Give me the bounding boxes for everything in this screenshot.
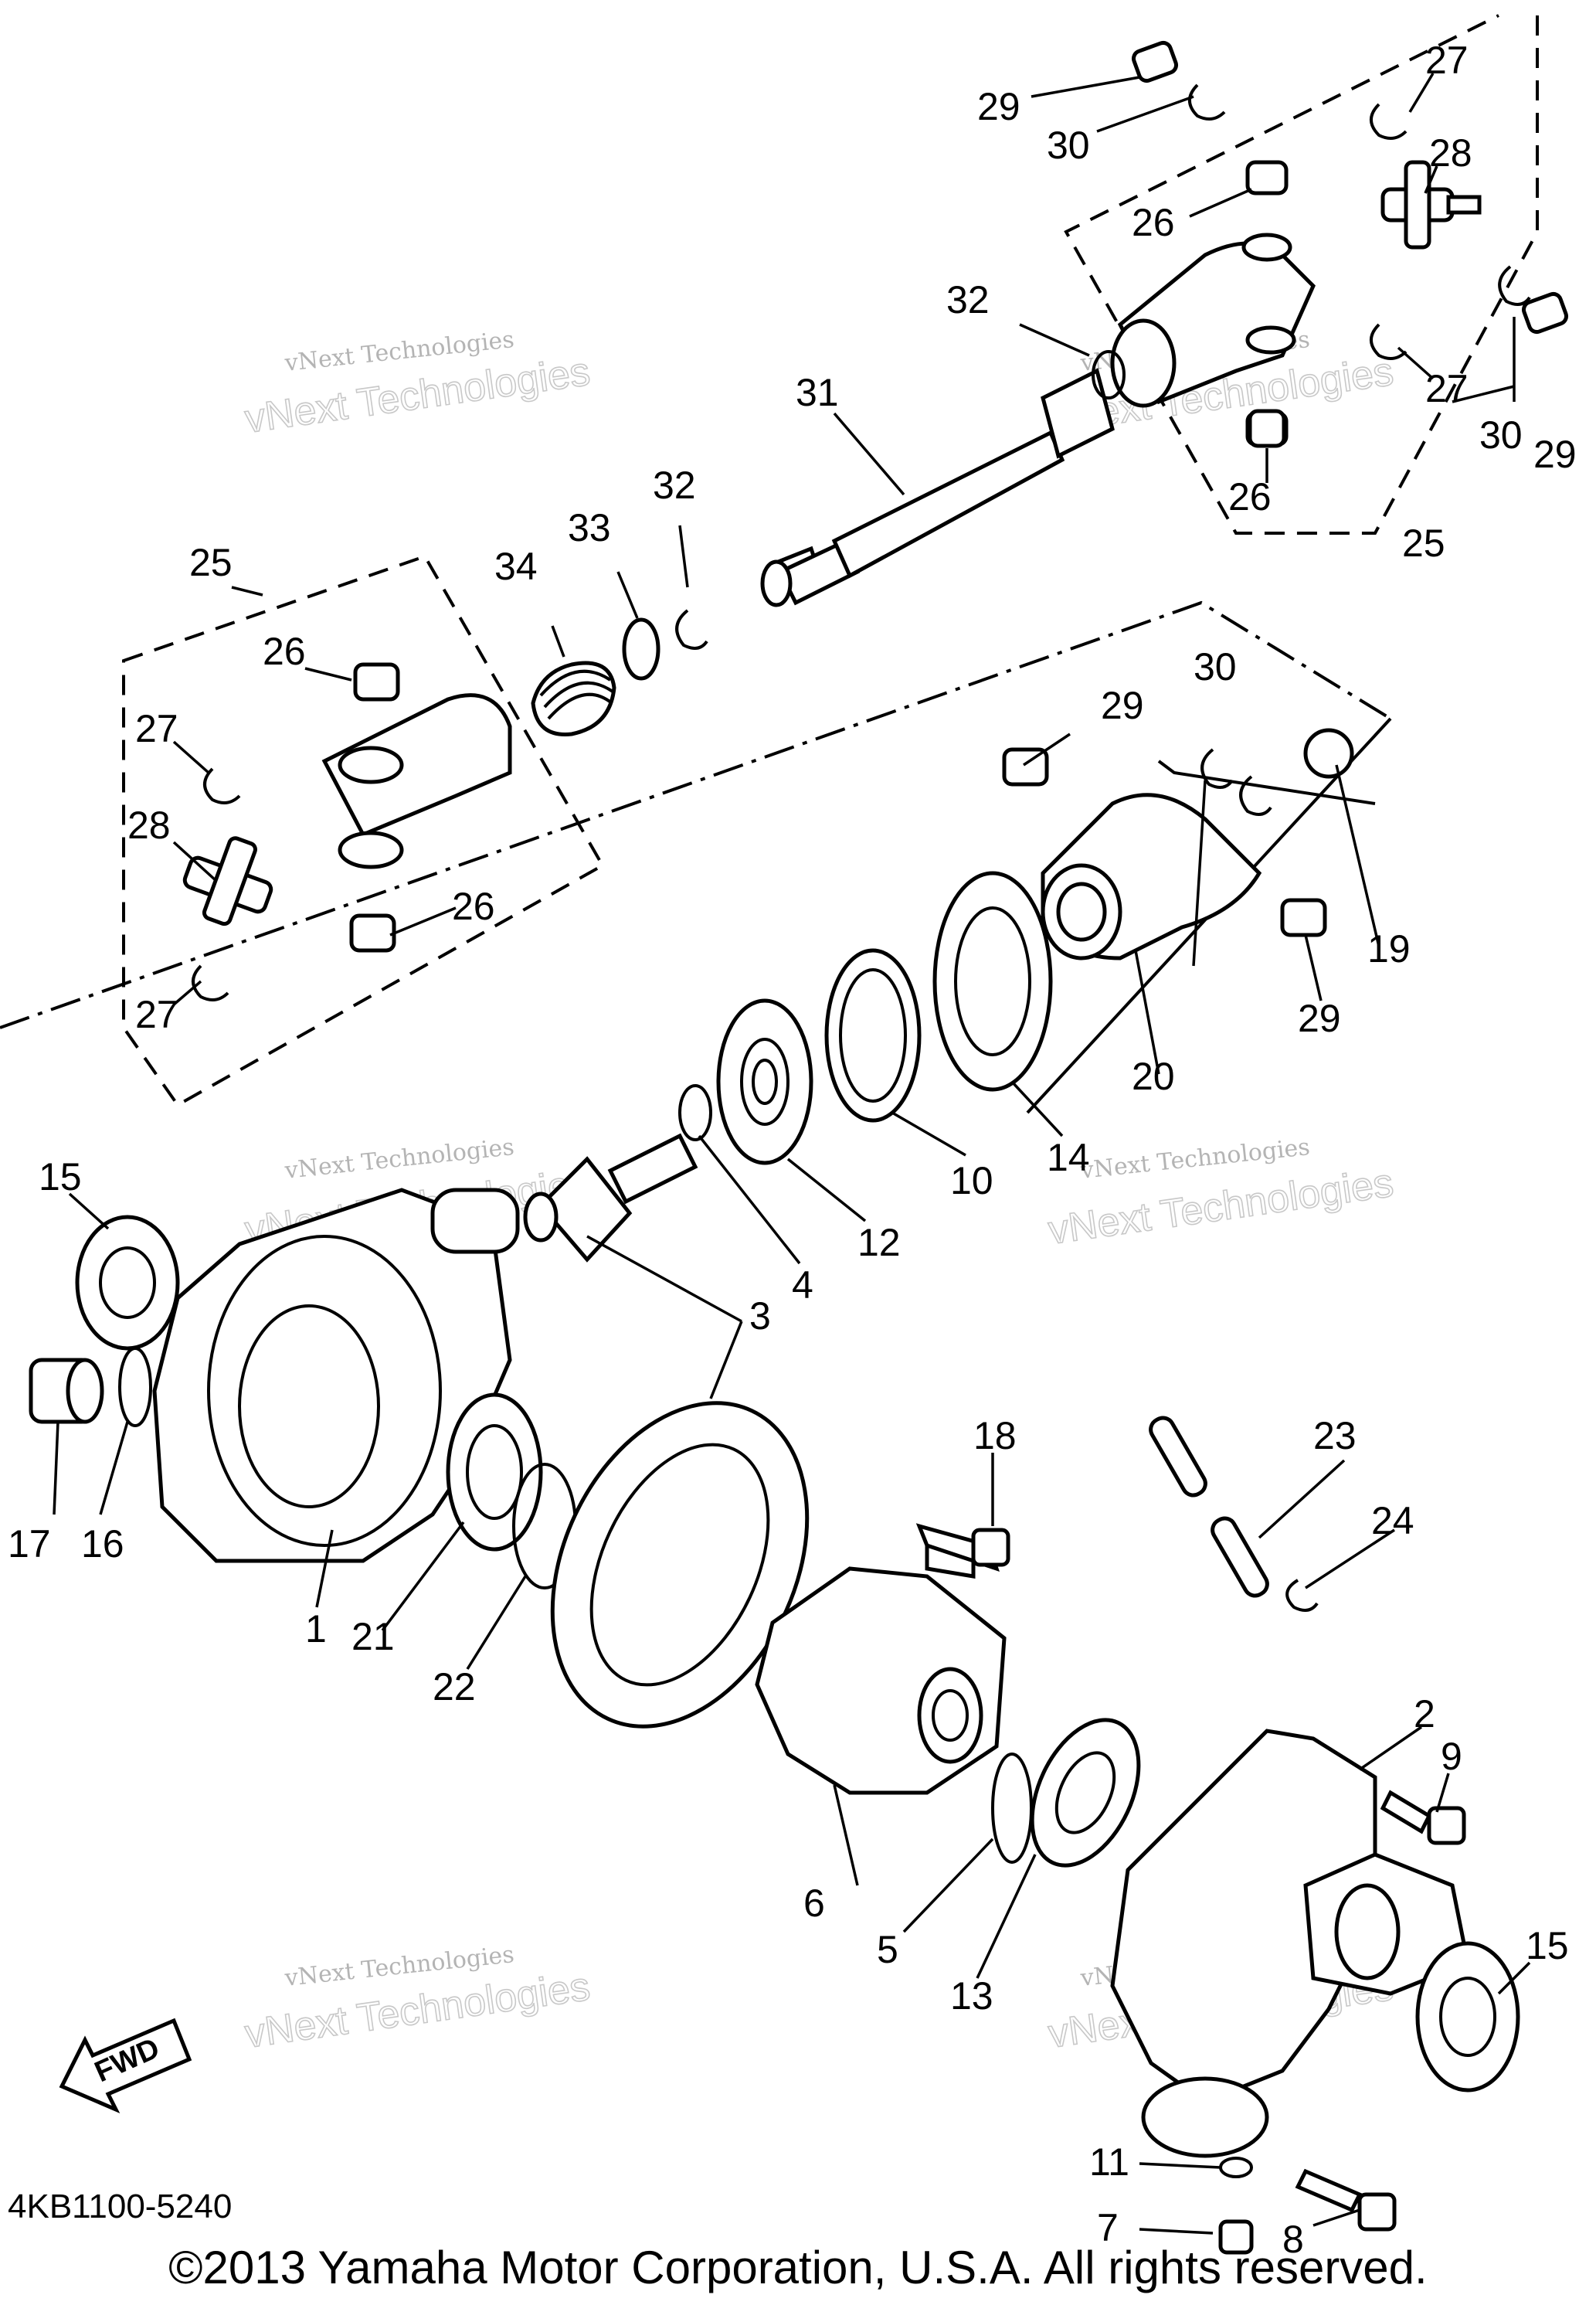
final-gear-case bbox=[29, 1188, 520, 1563]
callout-25-lower: 25 bbox=[189, 541, 233, 584]
callout-29-c: 29 bbox=[1101, 684, 1144, 727]
callout-30-c: 30 bbox=[1194, 645, 1237, 688]
callout-26-d: 26 bbox=[452, 885, 495, 928]
gear-case-cover bbox=[1110, 1729, 1520, 2255]
callout-10: 10 bbox=[950, 1159, 993, 1202]
callout-17: 17 bbox=[8, 1522, 51, 1566]
callout-27-b: 27 bbox=[1425, 367, 1469, 410]
callout-1: 1 bbox=[305, 1607, 327, 1651]
callout-9: 9 bbox=[1441, 1735, 1462, 1778]
callout-27-d: 27 bbox=[135, 993, 178, 1036]
callout-26-b: 26 bbox=[1228, 475, 1272, 518]
callout-29-d: 29 bbox=[1298, 997, 1341, 1040]
callout-16: 16 bbox=[81, 1522, 124, 1566]
callout-19: 19 bbox=[1367, 927, 1411, 971]
ring-gear-group bbox=[446, 1392, 810, 1729]
callout-15-right: 15 bbox=[1526, 1924, 1569, 1967]
callout-8: 8 bbox=[1282, 2218, 1304, 2261]
callout-26-c: 26 bbox=[263, 630, 306, 673]
callout-31: 31 bbox=[796, 371, 839, 414]
callout-15-left: 15 bbox=[39, 1155, 82, 1198]
callout-30-b: 30 bbox=[1479, 413, 1523, 457]
spider-upper bbox=[1380, 160, 1482, 250]
callout-2: 2 bbox=[1414, 1692, 1435, 1736]
callout-18: 18 bbox=[973, 1414, 1017, 1457]
universal-joint-group-upper bbox=[1064, 14, 1569, 535]
leader-lines bbox=[53, 73, 1531, 2235]
differential-assembly bbox=[755, 1523, 1141, 1868]
callout-29-a: 29 bbox=[977, 85, 1020, 128]
callout-24: 24 bbox=[1371, 1499, 1414, 1542]
callout-21: 21 bbox=[351, 1615, 395, 1658]
callout-5: 5 bbox=[877, 1928, 898, 1971]
callout-30-a: 30 bbox=[1047, 124, 1090, 167]
callout-25-upper: 25 bbox=[1402, 522, 1445, 565]
drive-shaft bbox=[760, 350, 1126, 607]
callouts: 1 2 3 4 5 6 7 8 9 10 11 12 13 14 15 15 1… bbox=[8, 39, 1577, 2261]
copyright-notice: ©2013 Yamaha Motor Corporation, U.S.A. A… bbox=[168, 2242, 1428, 2293]
callout-23: 23 bbox=[1313, 1414, 1357, 1457]
callout-11: 11 bbox=[1089, 2140, 1129, 2184]
callout-32-lower: 32 bbox=[653, 464, 696, 507]
figure-code: 4KB1100-5240 bbox=[8, 2188, 232, 2225]
spring-washer-set bbox=[531, 609, 708, 736]
fwd-arrow: FWD bbox=[59, 2018, 192, 2113]
callout-27-c: 27 bbox=[135, 707, 178, 750]
callout-14: 14 bbox=[1047, 1136, 1090, 1179]
callout-6: 6 bbox=[803, 1882, 825, 1925]
callout-7: 7 bbox=[1097, 2206, 1119, 2249]
callout-32-upper: 32 bbox=[946, 278, 990, 321]
callout-28-upper: 28 bbox=[1429, 131, 1472, 175]
dowel-pins bbox=[1149, 1416, 1319, 1612]
callout-29-b: 29 bbox=[1533, 433, 1577, 476]
callout-20: 20 bbox=[1132, 1055, 1175, 1098]
callout-26-a: 26 bbox=[1132, 201, 1175, 244]
pinion-yoke-group bbox=[716, 728, 1376, 1165]
callout-33: 33 bbox=[568, 506, 611, 549]
callout-27-a: 27 bbox=[1425, 39, 1469, 82]
callout-34: 34 bbox=[494, 545, 538, 588]
callout-22: 22 bbox=[433, 1665, 476, 1708]
callout-3: 3 bbox=[749, 1294, 771, 1338]
callout-12: 12 bbox=[857, 1221, 901, 1264]
callout-4: 4 bbox=[792, 1263, 813, 1307]
callout-28-lower: 28 bbox=[127, 804, 171, 847]
universal-joint-group-lower bbox=[122, 554, 605, 1107]
centerline bbox=[0, 600, 1392, 1029]
callout-13: 13 bbox=[950, 1974, 993, 2018]
pinion-gear bbox=[523, 1084, 712, 1263]
